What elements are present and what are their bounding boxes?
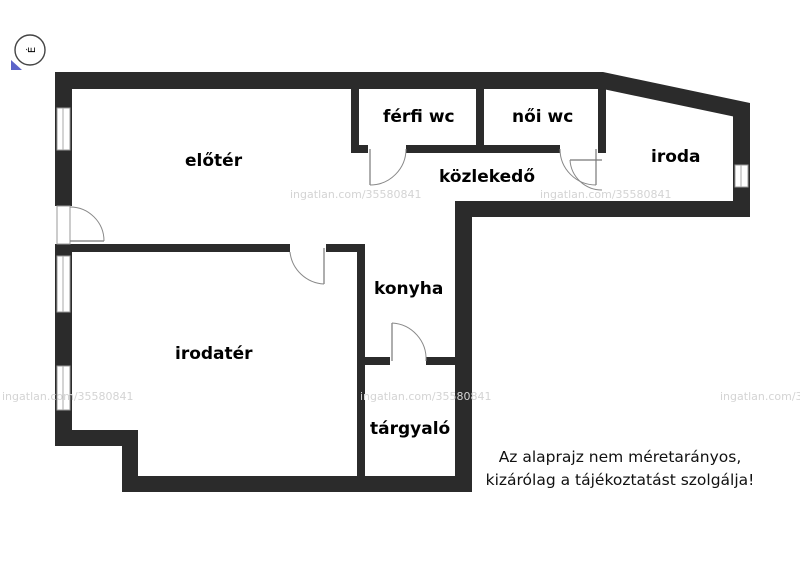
- room-label-ferfi-wc: férfi wc: [383, 107, 455, 127]
- watermark: ingatlan.com/35580841: [720, 390, 800, 403]
- room-label-irodater: irodatér: [175, 344, 253, 364]
- disclaimer-line-2: kizárólag a tájékoztatást szolgálja!: [485, 471, 755, 489]
- compass-label: É: [25, 47, 38, 53]
- watermark: ingatlan.com/35580841: [540, 188, 672, 201]
- watermark: ingatlan.com/35580841: [2, 390, 134, 403]
- disclaimer-line-1: Az alaprajz nem méretarányos,: [498, 448, 742, 466]
- room-labels: előtér férfi wc női wc közlekedő iroda k…: [175, 107, 701, 439]
- room-label-kozlekedo: közlekedő: [439, 167, 535, 187]
- watermark: ingatlan.com/35580841: [290, 188, 422, 201]
- room-label-eloter: előtér: [185, 151, 243, 171]
- compass-icon: É: [11, 34, 46, 70]
- room-label-targyalo: tárgyaló: [370, 419, 450, 439]
- room-label-iroda: iroda: [651, 147, 701, 167]
- watermarks: ingatlan.com/35580841 ingatlan.com/35580…: [2, 188, 800, 403]
- disclaimer-note: Az alaprajz nem méretarányos, kizárólag …: [470, 446, 770, 492]
- watermark: ingatlan.com/35580841: [360, 390, 492, 403]
- doors: [55, 145, 606, 365]
- room-label-konyha: konyha: [374, 279, 443, 299]
- room-label-noi-wc: női wc: [512, 107, 573, 127]
